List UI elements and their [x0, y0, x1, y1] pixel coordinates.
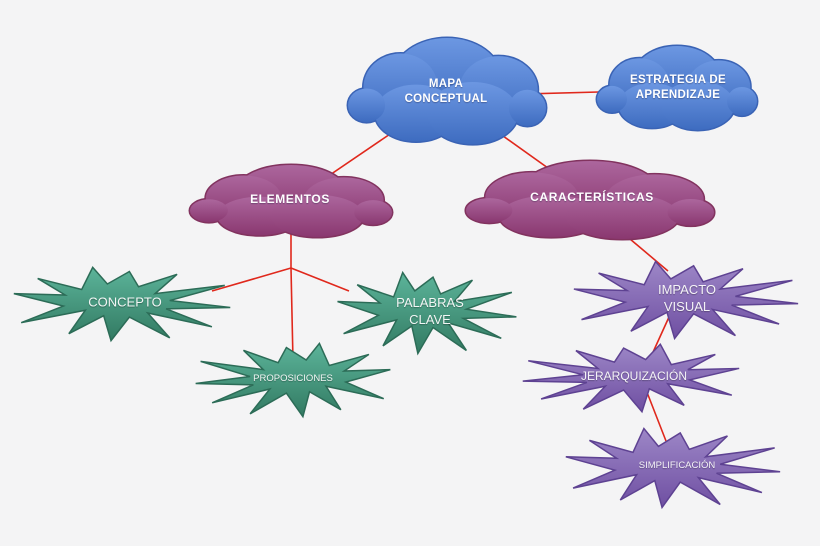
connector-branch-palabras — [290, 267, 350, 292]
node-label-elementos[interactable]: ELEMENTOS — [250, 192, 330, 208]
node-label-concepto[interactable]: CONCEPTO — [88, 295, 161, 312]
node-label-estrategia-de-aprendizaje[interactable]: ESTRATEGIA DE APRENDIZAJE — [630, 73, 726, 103]
label-line: JERARQUIZACIÓN — [580, 369, 688, 384]
node-label-jerarquizacion[interactable]: JERARQUIZACIÓN — [581, 369, 687, 385]
label-line: APRENDIZAJE — [635, 89, 721, 101]
label-line: PROPOSICIONES — [253, 372, 333, 384]
label-line: CONCEPTO — [88, 294, 162, 310]
label-line: MAPA — [428, 78, 464, 91]
node-label-proposiciones[interactable]: PROPOSICIONES — [253, 373, 333, 385]
node-label-caracteristicas[interactable]: CARACTERÍSTICAS — [530, 190, 654, 206]
node-label-mapa-conceptual[interactable]: MAPA CONCEPTUAL — [405, 77, 488, 107]
label-line: IMPACTO — [657, 282, 717, 298]
node-label-simplificacion[interactable]: SIMPLIFICACIÓN — [639, 460, 716, 472]
label-line: ESTRATEGIA DE — [630, 74, 726, 87]
label-line: CONCEPTUAL — [404, 93, 488, 105]
label-line: PALABRAS — [396, 295, 464, 311]
label-line: ELEMENTOS — [250, 192, 330, 207]
connector-branch-proposiciones — [290, 267, 294, 362]
label-line: VISUAL — [663, 299, 711, 314]
label-line: CARACTERÍSTICAS — [530, 190, 654, 205]
connector-branch-concepto — [211, 267, 292, 292]
label-line: CLAVE — [409, 312, 451, 327]
label-line: SIMPLIFICACIÓN — [638, 459, 716, 471]
node-label-impacto-visual[interactable]: IMPACTO VISUAL — [658, 282, 716, 316]
node-label-palabras-clave[interactable]: PALABRAS CLAVE — [396, 295, 464, 329]
